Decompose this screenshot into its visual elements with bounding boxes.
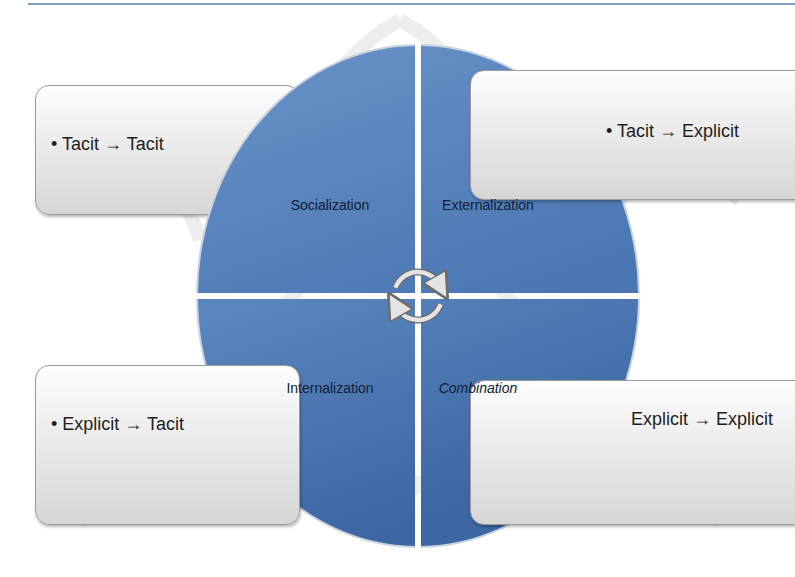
- mode-label: • Tacit → Explicit: [606, 121, 739, 143]
- cycle-arc-outline: [397, 304, 440, 320]
- seci-quadrant: Socialization: [196, 44, 415, 293]
- cycle-arc: [395, 272, 438, 288]
- quadrant-label: Externalization: [442, 197, 534, 214]
- mode-label: Explicit → Explicit: [631, 409, 773, 431]
- mode-label: • Tacit → Tacit: [51, 134, 164, 156]
- top-rule: [28, 3, 795, 5]
- rounded-box: • Explicit → Tacit: [35, 365, 300, 525]
- quadrant-label: Socialization: [291, 197, 370, 214]
- quadrant-shape: [196, 44, 415, 293]
- rounded-box: • Tacit → Explicit: [470, 70, 795, 200]
- mode-label: • Explicit → Tacit: [51, 414, 184, 436]
- quadrant-label: Internalization: [286, 380, 373, 397]
- quadrant-label: Combination: [439, 380, 518, 397]
- cycle-arc-outline: [395, 272, 438, 288]
- cycle-arc: [397, 304, 440, 320]
- quadrant-fill: [197, 45, 415, 293]
- rounded-box: Explicit → Explicit: [470, 380, 795, 525]
